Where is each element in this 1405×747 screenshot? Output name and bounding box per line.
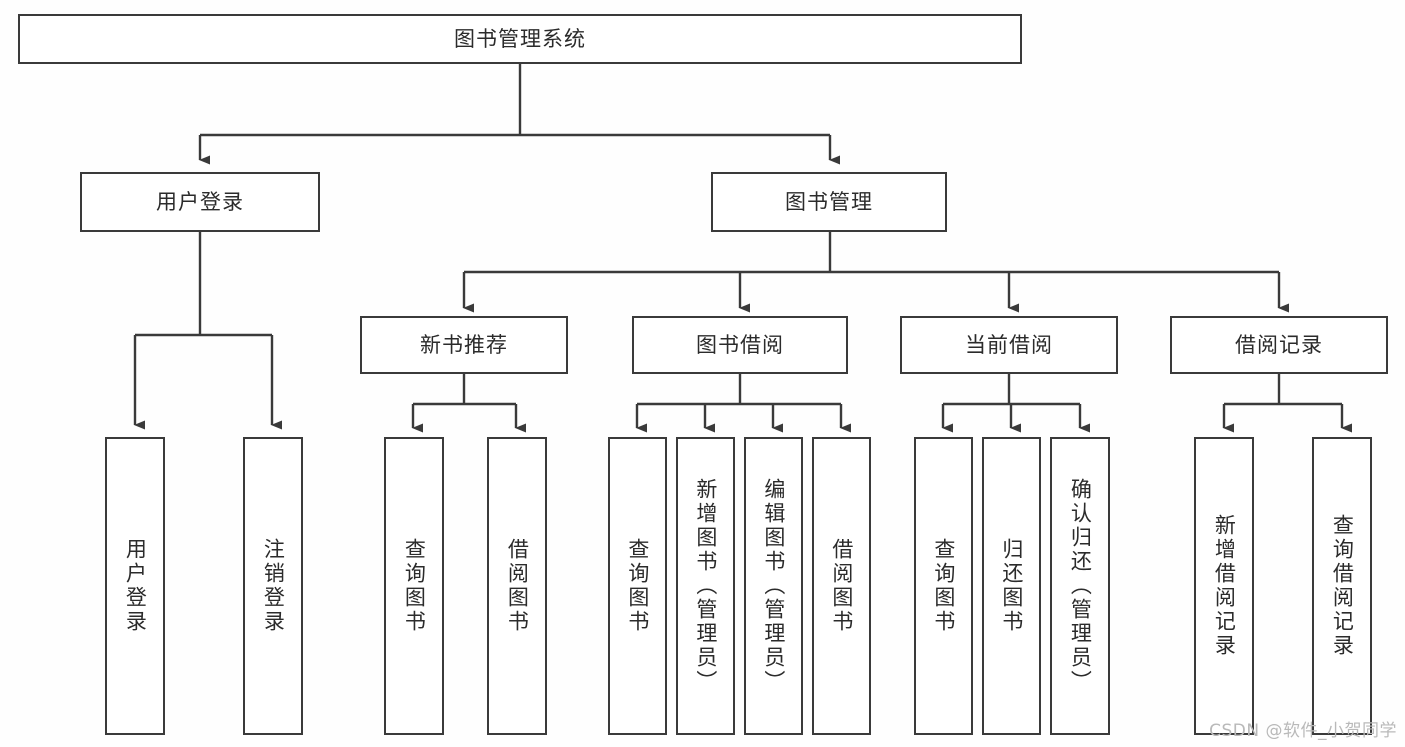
node-borrow-record[interactable]: 借阅记录 xyxy=(1170,316,1388,374)
node-label: 新书推荐 xyxy=(420,332,508,357)
node-label: 编辑图书（管理员） xyxy=(761,478,786,694)
node-label: 借阅图书 xyxy=(505,538,530,634)
node-label: 注销登录 xyxy=(261,538,286,634)
leaf-user-login-login[interactable]: 用户登录 xyxy=(105,437,165,735)
node-label: 用户登录 xyxy=(123,538,148,634)
node-label: 当前借阅 xyxy=(965,332,1053,357)
node-label: 查询图书 xyxy=(402,538,427,634)
node-label: 图书借阅 xyxy=(696,332,784,357)
node-new-book-recommend[interactable]: 新书推荐 xyxy=(360,316,568,374)
leaf-book-borrow-edit-book-admin[interactable]: 编辑图书（管理员） xyxy=(744,437,803,735)
leaf-current-borrow-query-book[interactable]: 查询图书 xyxy=(914,437,973,735)
leaf-book-borrow-add-book-admin[interactable]: 新增图书（管理员） xyxy=(676,437,735,735)
node-book-management[interactable]: 图书管理 xyxy=(711,172,947,232)
leaf-borrow-record-add-record[interactable]: 新增借阅记录 xyxy=(1194,437,1254,735)
node-label: 确认归还（管理员） xyxy=(1068,478,1093,694)
node-label: 借阅记录 xyxy=(1235,332,1323,357)
node-current-borrow[interactable]: 当前借阅 xyxy=(900,316,1118,374)
leaf-book-borrow-query-book[interactable]: 查询图书 xyxy=(608,437,667,735)
node-label: 查询图书 xyxy=(931,538,956,634)
leaf-current-borrow-return-book[interactable]: 归还图书 xyxy=(982,437,1041,735)
leaf-new-book-borrow-book[interactable]: 借阅图书 xyxy=(487,437,547,735)
node-label: 借阅图书 xyxy=(829,538,854,634)
leaf-borrow-record-query-record[interactable]: 查询借阅记录 xyxy=(1312,437,1372,735)
node-label: 新增借阅记录 xyxy=(1212,514,1237,658)
leaf-book-borrow-borrow-book[interactable]: 借阅图书 xyxy=(812,437,871,735)
leaf-user-login-logout[interactable]: 注销登录 xyxy=(243,437,303,735)
node-label: 图书管理系统 xyxy=(454,26,586,51)
node-label: 用户登录 xyxy=(156,189,244,214)
node-root-book-management-system[interactable]: 图书管理系统 xyxy=(18,14,1022,64)
csdn-watermark: CSDN @软件_小贺同学 xyxy=(1209,721,1397,741)
node-label: 图书管理 xyxy=(785,189,873,214)
node-book-borrow[interactable]: 图书借阅 xyxy=(632,316,848,374)
node-label: 查询借阅记录 xyxy=(1330,514,1355,658)
node-label: 新增图书（管理员） xyxy=(693,478,718,694)
node-label: 归还图书 xyxy=(999,538,1024,634)
leaf-current-borrow-confirm-return-admin[interactable]: 确认归还（管理员） xyxy=(1050,437,1110,735)
leaf-new-book-query-book[interactable]: 查询图书 xyxy=(384,437,444,735)
node-user-login[interactable]: 用户登录 xyxy=(80,172,320,232)
node-label: 查询图书 xyxy=(625,538,650,634)
